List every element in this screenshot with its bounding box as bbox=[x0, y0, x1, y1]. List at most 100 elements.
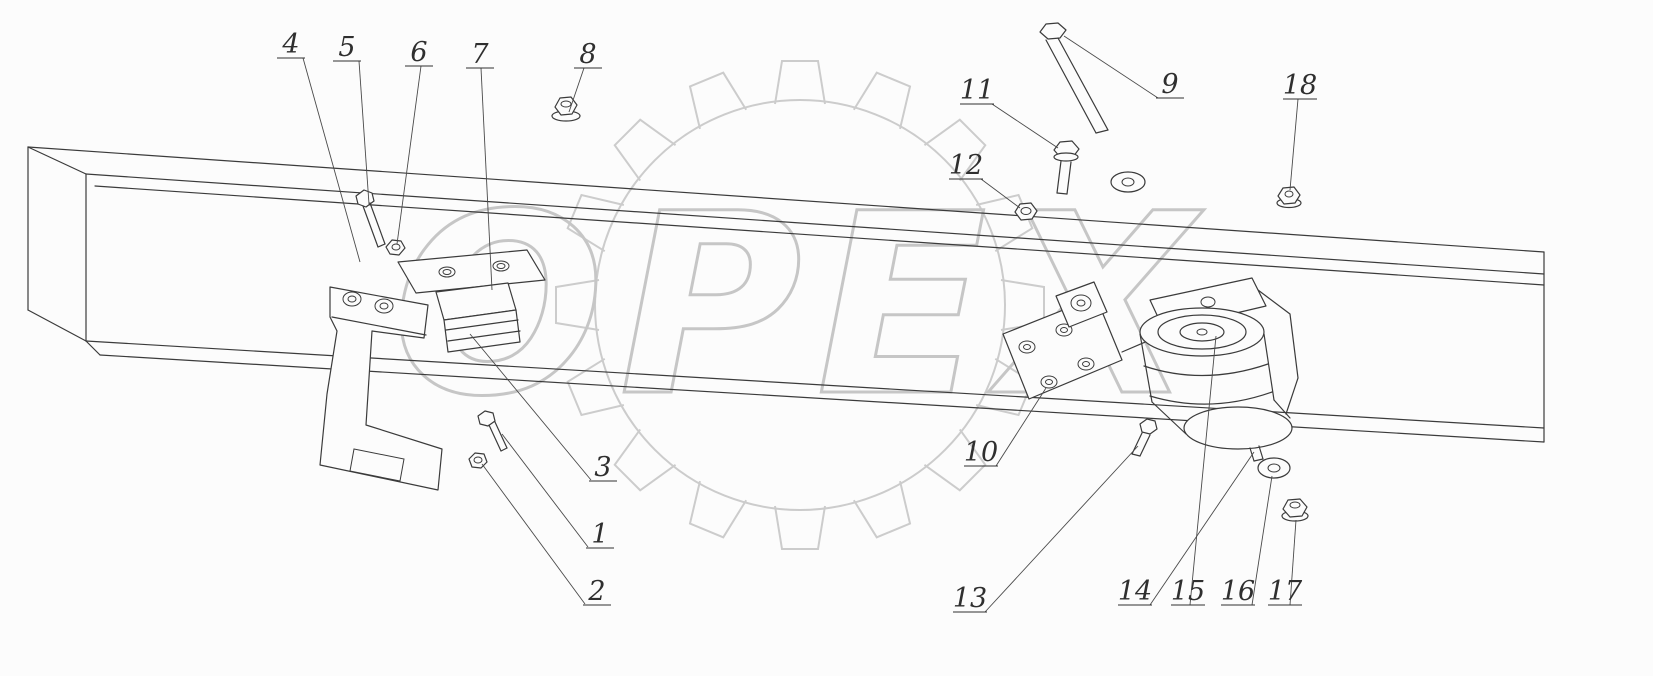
rubber-cushion-3 bbox=[435, 282, 521, 353]
bolt-end bbox=[1056, 192, 1068, 195]
cushion-support-bracket bbox=[1257, 289, 1299, 415]
cushion-bulge-line bbox=[1149, 391, 1273, 405]
nut-hole bbox=[1284, 190, 1294, 198]
bolt-end bbox=[500, 447, 508, 452]
rail-flange-inner-edge bbox=[94, 185, 1545, 286]
hex-nut-2 bbox=[468, 452, 488, 469]
rail-left-cap-bottom bbox=[27, 309, 87, 342]
washer-hole bbox=[1267, 463, 1281, 473]
callout-11: 11 bbox=[960, 75, 1059, 149]
flat-washer bbox=[1110, 171, 1146, 193]
cushion-side bbox=[1263, 333, 1275, 401]
bolt-head bbox=[1139, 418, 1158, 435]
cushion-ring bbox=[1157, 314, 1247, 350]
callout-13: 13 bbox=[953, 445, 1139, 614]
callout-16: 16 bbox=[1221, 475, 1273, 607]
callout-2: 2 bbox=[481, 463, 611, 607]
callout-15: 15 bbox=[1171, 335, 1217, 607]
callout-12: 12 bbox=[949, 150, 1021, 209]
hex-nut-12 bbox=[1014, 202, 1038, 221]
callout-9: 9 bbox=[1063, 35, 1184, 100]
callout-6: 6 bbox=[396, 37, 433, 245]
rail-top-front-edge bbox=[85, 173, 1545, 275]
bracket-foot-opening bbox=[349, 448, 405, 482]
bracket-hole-inner bbox=[1082, 361, 1090, 367]
cushion-center-hole bbox=[1196, 328, 1208, 336]
washer-16 bbox=[1257, 457, 1291, 479]
rail-left-cap-top bbox=[27, 146, 87, 175]
long-hex-bolt-9 bbox=[1039, 22, 1109, 134]
cushion-bulge-line bbox=[1143, 363, 1269, 377]
hex-flange-bolt-11 bbox=[1053, 140, 1080, 195]
callout-14: 14 bbox=[1118, 451, 1255, 607]
hex-nut-6 bbox=[385, 239, 406, 256]
cup-link bbox=[1151, 401, 1187, 435]
nut-hole bbox=[473, 456, 483, 464]
rear-mount-assembly bbox=[1002, 277, 1309, 522]
nut-hole bbox=[1289, 501, 1301, 509]
callout-number: 15 bbox=[1171, 576, 1205, 607]
bolt-shaft bbox=[1057, 37, 1109, 131]
callout-number: 13 bbox=[953, 583, 987, 614]
callout-10: 10 bbox=[964, 387, 1047, 468]
bolt-shaft bbox=[494, 421, 508, 449]
callout-number: 9 bbox=[1161, 69, 1178, 100]
callout-number: 12 bbox=[949, 150, 983, 181]
callout-8: 8 bbox=[568, 39, 602, 113]
cushion-lamination bbox=[447, 330, 521, 342]
nut-hole bbox=[560, 100, 572, 108]
callout-number: 7 bbox=[471, 39, 489, 70]
washer-hole bbox=[1121, 177, 1135, 187]
callout-number: 2 bbox=[587, 576, 605, 607]
callout-number: 17 bbox=[1268, 576, 1303, 607]
callout-number: 18 bbox=[1283, 70, 1317, 101]
cushion-lamination bbox=[445, 319, 519, 331]
callout-18: 18 bbox=[1283, 70, 1317, 191]
bolt-head bbox=[477, 410, 496, 427]
hex-bolt-1 bbox=[477, 410, 508, 452]
rail-bottom-flange-cap bbox=[85, 340, 101, 356]
cushion-ring bbox=[1179, 322, 1225, 342]
watermark-gear-circle bbox=[594, 99, 1006, 511]
bolt-shaft bbox=[1056, 160, 1062, 194]
callouts: 1 2 3 4 5 6 7 bbox=[277, 29, 1317, 614]
callout-number: 14 bbox=[1118, 576, 1152, 607]
bracket-arm-edge bbox=[331, 316, 427, 336]
bracket-hole-inner bbox=[379, 302, 389, 310]
front-mount-plate bbox=[397, 249, 546, 294]
flange-nut-18 bbox=[1276, 186, 1302, 209]
cushion-stud-end bbox=[1253, 458, 1264, 462]
cushion-body bbox=[443, 309, 521, 353]
top-plate-hole bbox=[1200, 296, 1216, 308]
callout-number: 4 bbox=[281, 29, 299, 60]
nut-hole bbox=[391, 243, 401, 251]
boss-hole-inner bbox=[1076, 299, 1086, 307]
bolt-shaft bbox=[1139, 434, 1151, 457]
rail-bottom-front-edge bbox=[85, 340, 1545, 429]
callout-number: 10 bbox=[964, 437, 998, 468]
callout-5: 5 bbox=[333, 32, 370, 205]
bolt-shaft bbox=[1066, 161, 1072, 195]
bolt-end bbox=[1095, 129, 1109, 134]
bolt-shaft bbox=[362, 205, 379, 248]
cup-link bbox=[1273, 399, 1291, 419]
rear-cushion-assembly-15 bbox=[1139, 277, 1299, 462]
flange-nut-17 bbox=[1281, 498, 1309, 522]
front-mount-assembly bbox=[319, 189, 546, 491]
callout-4: 4 bbox=[277, 29, 361, 263]
cushion-stud bbox=[1258, 445, 1264, 460]
bolt-end bbox=[1131, 453, 1141, 457]
callout-3: 3 bbox=[469, 333, 617, 483]
bolt-shaft bbox=[1045, 39, 1097, 134]
plate-hole-inner bbox=[442, 269, 452, 275]
cushion-bottom-cup bbox=[1183, 406, 1293, 450]
callout-1: 1 bbox=[501, 433, 614, 550]
callout-number: 1 bbox=[591, 519, 608, 550]
flange-nut-8 bbox=[551, 96, 581, 122]
callout-7: 7 bbox=[466, 39, 494, 291]
bolt-end bbox=[377, 243, 386, 248]
callout-number: 8 bbox=[579, 39, 596, 70]
callout-number: 5 bbox=[338, 32, 355, 63]
